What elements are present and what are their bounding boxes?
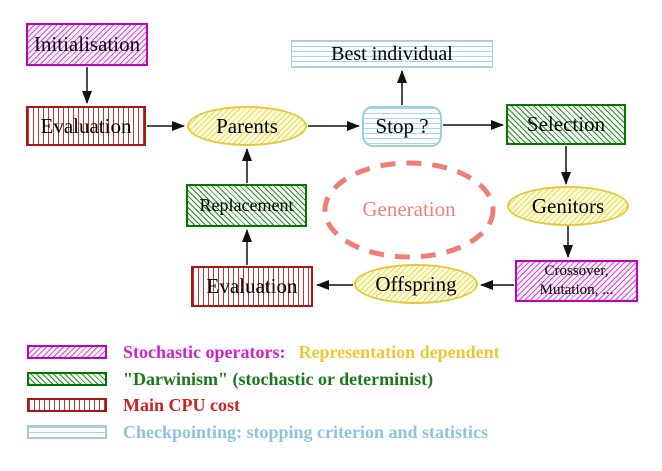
node-best-individual: Best individual <box>291 40 493 68</box>
node-crossover-line2: Mutation, ... <box>539 282 614 298</box>
node-evaluation-bottom-label: Evaluation <box>206 274 298 298</box>
node-parents-label: Parents <box>216 113 278 138</box>
legend-label-main-cpu-cost: Main CPU cost <box>123 394 240 415</box>
legend-swatch-stochastic-operators <box>27 345 107 359</box>
legend-row-stochastic-operators: Stochastic operators: Representation dep… <box>27 342 500 362</box>
legend-swatch-checkpointing <box>27 425 107 439</box>
legend-label-stochastic-operators: Stochastic operators: <box>123 341 286 362</box>
node-selection: Selection <box>506 104 626 145</box>
node-initialisation: Initialisation <box>26 23 148 66</box>
legend-label-representation-dependent: Representation dependent <box>298 341 500 362</box>
legend-label-checkpointing: Checkpointing: stopping criterion and st… <box>123 421 489 442</box>
legend-swatch-main-cpu-cost <box>27 398 107 412</box>
node-stop: Stop ? <box>362 106 442 147</box>
legend-swatch-darwinism <box>27 372 107 386</box>
legend-row-darwinism: "Darwinism" (stochastic or determinist) <box>27 369 433 389</box>
generation-cycle-label: Generation <box>362 197 456 221</box>
node-parents: Parents <box>187 106 307 146</box>
node-offspring: Offspring <box>354 264 478 304</box>
node-genitors-label: Genitors <box>531 193 605 218</box>
node-stop-label: Stop ? <box>375 114 429 138</box>
node-evaluation-bottom: Evaluation <box>191 266 313 307</box>
legend-label-darwinism: "Darwinism" (stochastic or determinist) <box>123 368 434 389</box>
node-evaluation-top: Evaluation <box>26 106 146 146</box>
node-replacement-label: Replacement <box>199 195 294 215</box>
node-best-individual-label: Best individual <box>331 42 453 65</box>
node-replacement: Replacement <box>186 184 307 227</box>
node-offspring-label: Offspring <box>375 271 457 296</box>
node-crossover-mutation: Crossover, Mutation, ... <box>515 260 638 302</box>
legend-row-checkpointing: Checkpointing: stopping criterion and st… <box>27 422 488 442</box>
node-selection-label: Selection <box>526 112 606 136</box>
node-crossover-line1: Crossover, <box>544 263 609 280</box>
node-evaluation-top-label: Evaluation <box>40 113 132 138</box>
node-initialisation-label: Initialisation <box>33 32 141 56</box>
legend-row-main-cpu-cost: Main CPU cost <box>27 395 240 415</box>
node-genitors: Genitors <box>507 186 629 226</box>
